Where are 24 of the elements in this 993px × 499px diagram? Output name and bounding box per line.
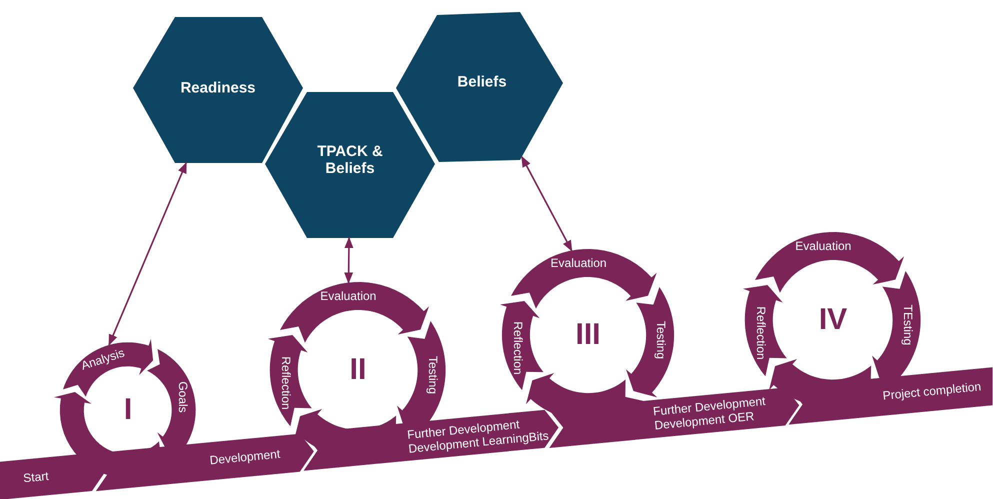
roman-numeral: I [124,392,132,428]
step-label: Analysis [79,346,126,374]
roman-numeral: III [576,318,600,352]
phase-label: Start [22,470,50,486]
step-label: Evaluation [320,290,376,304]
phase-label: Project completion [882,380,982,404]
piece-label: Beliefs [456,73,508,91]
step-label: Reflection [278,356,292,410]
piece-label: Readiness [179,79,257,97]
step-label: TEsting [900,304,914,346]
step-label: Testing [652,321,667,360]
roman-numeral: IV [818,302,848,338]
phase-label: Development [209,448,281,468]
step-label: Goals [176,381,190,413]
double-arrow [521,156,572,252]
roman-numeral: II [350,352,366,388]
step-label: Testing [424,356,439,394]
double-arrow [108,162,187,346]
piece-label: TPACK & Beliefs [316,142,384,178]
step-label: Evaluation [550,256,607,270]
double-arrow [344,236,354,284]
step-label: Reflection [510,321,524,375]
step-label: Evaluation [795,240,852,254]
step-label: Reflection [753,306,768,360]
